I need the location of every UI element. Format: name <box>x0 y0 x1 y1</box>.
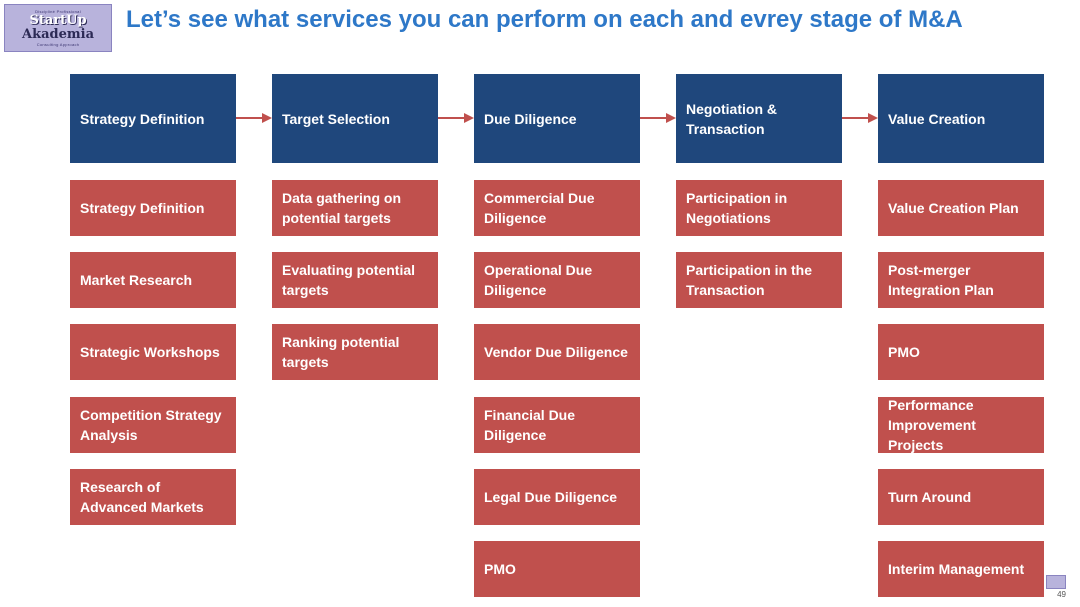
logo-bottom-text: Consulting Approach <box>36 42 80 47</box>
logo-line-1: StartUp <box>29 13 87 28</box>
service-box: Competition Strategy Analysis <box>70 397 236 453</box>
logo-line-2: Akademia <box>22 27 94 42</box>
service-box: Legal Due Diligence <box>474 469 640 525</box>
stage-header-strategy-definition: Strategy Definition <box>70 74 236 163</box>
service-box: Turn Around <box>878 469 1044 525</box>
service-box: Financial Due Diligence <box>474 397 640 453</box>
logo-top-text: Discipliné Profissional <box>35 9 81 14</box>
service-box: Participation in Negotiations <box>676 180 842 236</box>
service-box: Commercial Due Diligence <box>474 180 640 236</box>
stage-header-target-selection: Target Selection <box>272 74 438 163</box>
service-box: Performance Improvement Projects <box>878 397 1044 453</box>
service-box: Research of Advanced Markets <box>70 469 236 525</box>
startup-akademia-logo: Discipliné Profissional StartUp Akademia… <box>4 4 112 52</box>
stage-header-negotiation-transaction: Negotiation & Transaction <box>676 74 842 163</box>
service-box: Data gathering on potential targets <box>272 180 438 236</box>
arrow-right-icon <box>236 113 272 123</box>
arrow-right-icon <box>438 113 474 123</box>
service-box: Post-merger Integration Plan <box>878 252 1044 308</box>
slide-title: Let’s see what services you can perform … <box>126 6 963 33</box>
arrow-right-icon <box>842 113 878 123</box>
stage-header-value-creation: Value Creation <box>878 74 1044 163</box>
service-box: Interim Management <box>878 541 1044 597</box>
service-box: Value Creation Plan <box>878 180 1044 236</box>
service-box: Evaluating potential targets <box>272 252 438 308</box>
service-box: PMO <box>474 541 640 597</box>
stage-header-due-diligence: Due Diligence <box>474 74 640 163</box>
page-number: 49 <box>1057 590 1066 599</box>
service-box: Strategic Workshops <box>70 324 236 380</box>
arrow-right-icon <box>640 113 676 123</box>
service-box: Strategy Definition <box>70 180 236 236</box>
mini-logo-icon <box>1046 575 1066 589</box>
service-box: Operational Due Diligence <box>474 252 640 308</box>
service-box: Participation in the Transaction <box>676 252 842 308</box>
service-box: PMO <box>878 324 1044 380</box>
service-box: Market Research <box>70 252 236 308</box>
service-box: Vendor Due Diligence <box>474 324 640 380</box>
service-box: Ranking potential targets <box>272 324 438 380</box>
